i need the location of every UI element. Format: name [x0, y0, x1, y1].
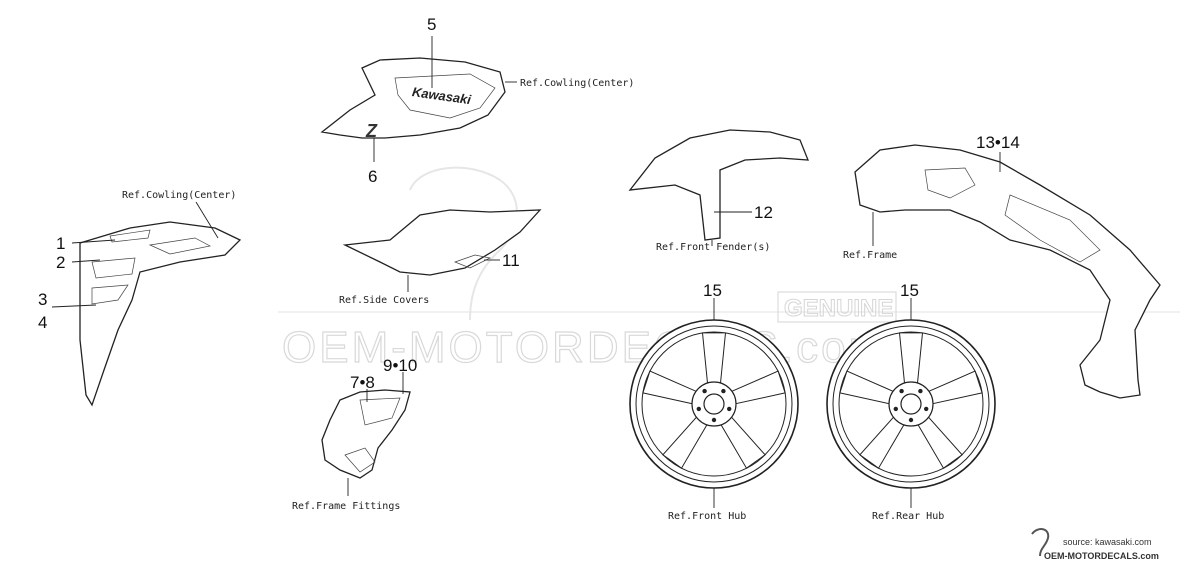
callout-4: 4 [38, 313, 47, 332]
hub-bolt [696, 406, 701, 412]
site-text: OEM-MOTORDECALS.com [1044, 551, 1159, 561]
callout-3: 3 [38, 290, 47, 309]
leader-3-4 [51, 304, 97, 308]
callout-11: 11 [502, 251, 520, 270]
ref-side-covers: Ref.Side Covers [339, 295, 429, 306]
wheel-axle [900, 393, 922, 415]
hub-bolt [899, 388, 904, 394]
left-shroud-part [51, 201, 242, 407]
leader-cowling-left [195, 201, 219, 239]
wheel-axle [703, 393, 725, 415]
hub-bolt [893, 406, 898, 412]
leader-2 [71, 259, 101, 263]
ref-front-hub: Ref.Front Hub [668, 511, 746, 522]
wheel-rim-outer [832, 325, 990, 483]
watermark-badge: GENUINE [784, 295, 893, 322]
callout-6: 6 [368, 167, 377, 186]
tank-cover-part: Kawasaki Z [320, 36, 517, 162]
side-cover-part [342, 209, 542, 292]
hub-bolt [918, 388, 923, 394]
ref-rear-hub: Ref.Rear Hub [872, 511, 944, 522]
hub-bolt [924, 406, 929, 412]
rear-wheel-part [826, 319, 996, 489]
ref-cowling-center-left: Ref.Cowling(Center) [122, 190, 236, 201]
callout-9-10: 9•10 [383, 356, 417, 375]
watermark-text: OEM-MOTORDECALS.com [282, 323, 888, 372]
hub-bolt [727, 406, 732, 412]
wheel-rim-inner [838, 331, 984, 477]
callout-2: 2 [56, 253, 65, 272]
callout-13-14: 13•14 [976, 133, 1020, 152]
callout-12: 12 [754, 203, 773, 222]
source-text: source: kawasaki.com [1063, 537, 1152, 547]
frame-fitting-part [321, 372, 411, 496]
hub-bolt [711, 417, 717, 423]
wheel-rim-outer [635, 325, 793, 483]
callout-15-rear: 15 [900, 281, 919, 300]
front-wheel-part [629, 319, 799, 489]
callout-7-8: 7•8 [350, 373, 375, 392]
z-decal: Z [365, 121, 378, 141]
front-fender-part [628, 129, 809, 246]
callout-1: 1 [56, 234, 65, 253]
ref-front-fender: Ref.Front Fender(s) [656, 242, 770, 253]
site-logo-icon [1031, 528, 1050, 557]
callout-5: 5 [427, 15, 436, 34]
ref-frame-fittings: Ref.Frame Fittings [292, 501, 400, 512]
watermark-badge-box [777, 291, 897, 323]
leader-1 [71, 239, 116, 244]
source-footer: source: kawasaki.com OEM-MOTORDECALS.com [1031, 528, 1159, 561]
ref-cowling-center-top: Ref.Cowling(Center) [520, 78, 634, 89]
hub-bolt [702, 388, 707, 394]
hub-bolt [721, 388, 726, 394]
frame-part [854, 144, 1161, 399]
callout-15-front: 15 [703, 281, 722, 300]
hub-bolt [908, 417, 914, 423]
wheel-rim-inner [641, 331, 787, 477]
ref-frame: Ref.Frame [843, 250, 897, 261]
